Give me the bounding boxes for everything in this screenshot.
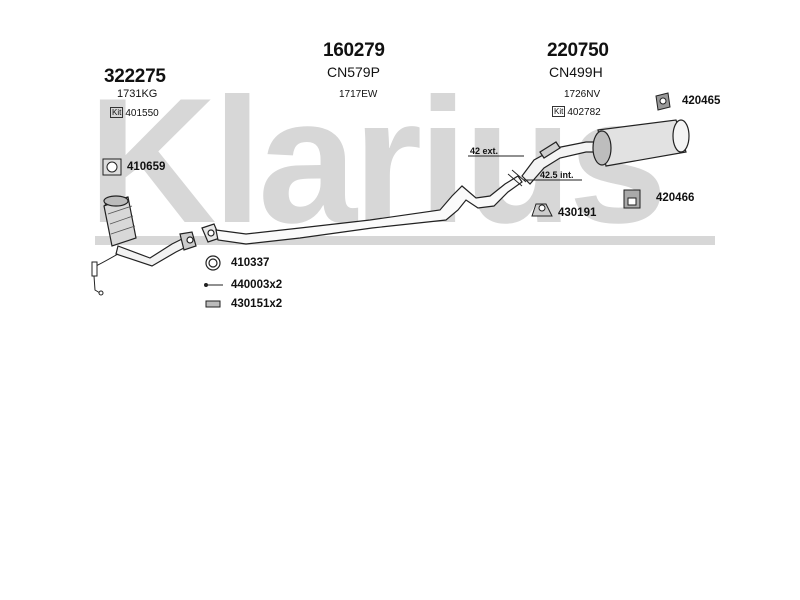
bolt-icon-430151 [205, 300, 221, 308]
cat-kit-number: 401550 [125, 108, 159, 119]
accessory-label-410337: 410337 [231, 257, 270, 269]
rear-sub: 1726NV [564, 89, 601, 100]
accessory-label-420466: 420466 [656, 192, 695, 204]
accessory-label-410659: 410659 [127, 161, 166, 173]
dimension-ext: 42 ext. [470, 146, 499, 156]
clamp-icon-410659 [102, 158, 122, 176]
dimension-int: 42.5 int. [540, 170, 574, 180]
accessory-label-430151: 430151x2 [231, 298, 283, 310]
rear-part-number: 220750 [547, 40, 609, 61]
watermark-bar [95, 236, 715, 245]
rear-code: CN499H [549, 64, 603, 80]
rear-kit-number: 402782 [567, 107, 601, 118]
dimension-marks [468, 155, 582, 187]
rear-silencer-shape [521, 119, 690, 185]
mount-icon-420465 [655, 92, 671, 111]
lambda-sensor-shape [91, 253, 119, 296]
front-pipe-shape [115, 231, 197, 267]
mount-icon-420466 [623, 189, 641, 209]
mount-icon-430191 [531, 203, 553, 217]
kit-box: Kit [552, 106, 566, 117]
mid-code: CN579P [327, 64, 380, 80]
accessory-label-440003: 440003x2 [231, 279, 283, 291]
cat-part-number: 322275 [104, 66, 166, 87]
mid-sub: 1717EW [339, 89, 378, 100]
catalytic-converter-shape [103, 195, 137, 247]
kit-box: Kit [110, 107, 124, 118]
spring-icon-440003 [204, 283, 223, 287]
accessory-label-420465: 420465 [682, 95, 721, 107]
accessory-label-430191: 430191 [558, 207, 597, 219]
mid-pipe-shape [215, 175, 523, 245]
mid-part-number: 160279 [323, 40, 385, 61]
cat-code: 1731KG [117, 88, 158, 100]
ring-icon-410337 [205, 255, 221, 271]
